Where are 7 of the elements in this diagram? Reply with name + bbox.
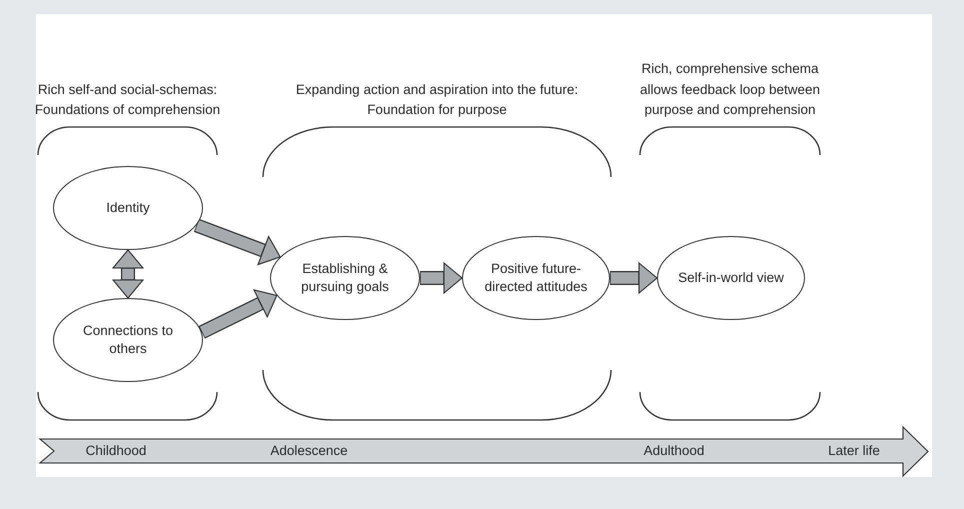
life-stage-label: Adulthood: [644, 443, 704, 458]
life-stage-label: Adolescence: [270, 443, 348, 458]
life-stage-label: Childhood: [86, 443, 146, 458]
life-stage-label: Later life: [828, 443, 880, 458]
stage-heading: Rich self-and social-schemas: Foundations of comprehension: [34, 80, 222, 119]
stage-heading: Expanding action and aspiration into the future: Foundation for purpose: [294, 80, 580, 119]
stage-heading: Rich, comprehensive schema allows feedback loop between purpose and comprehension: [638, 60, 822, 119]
